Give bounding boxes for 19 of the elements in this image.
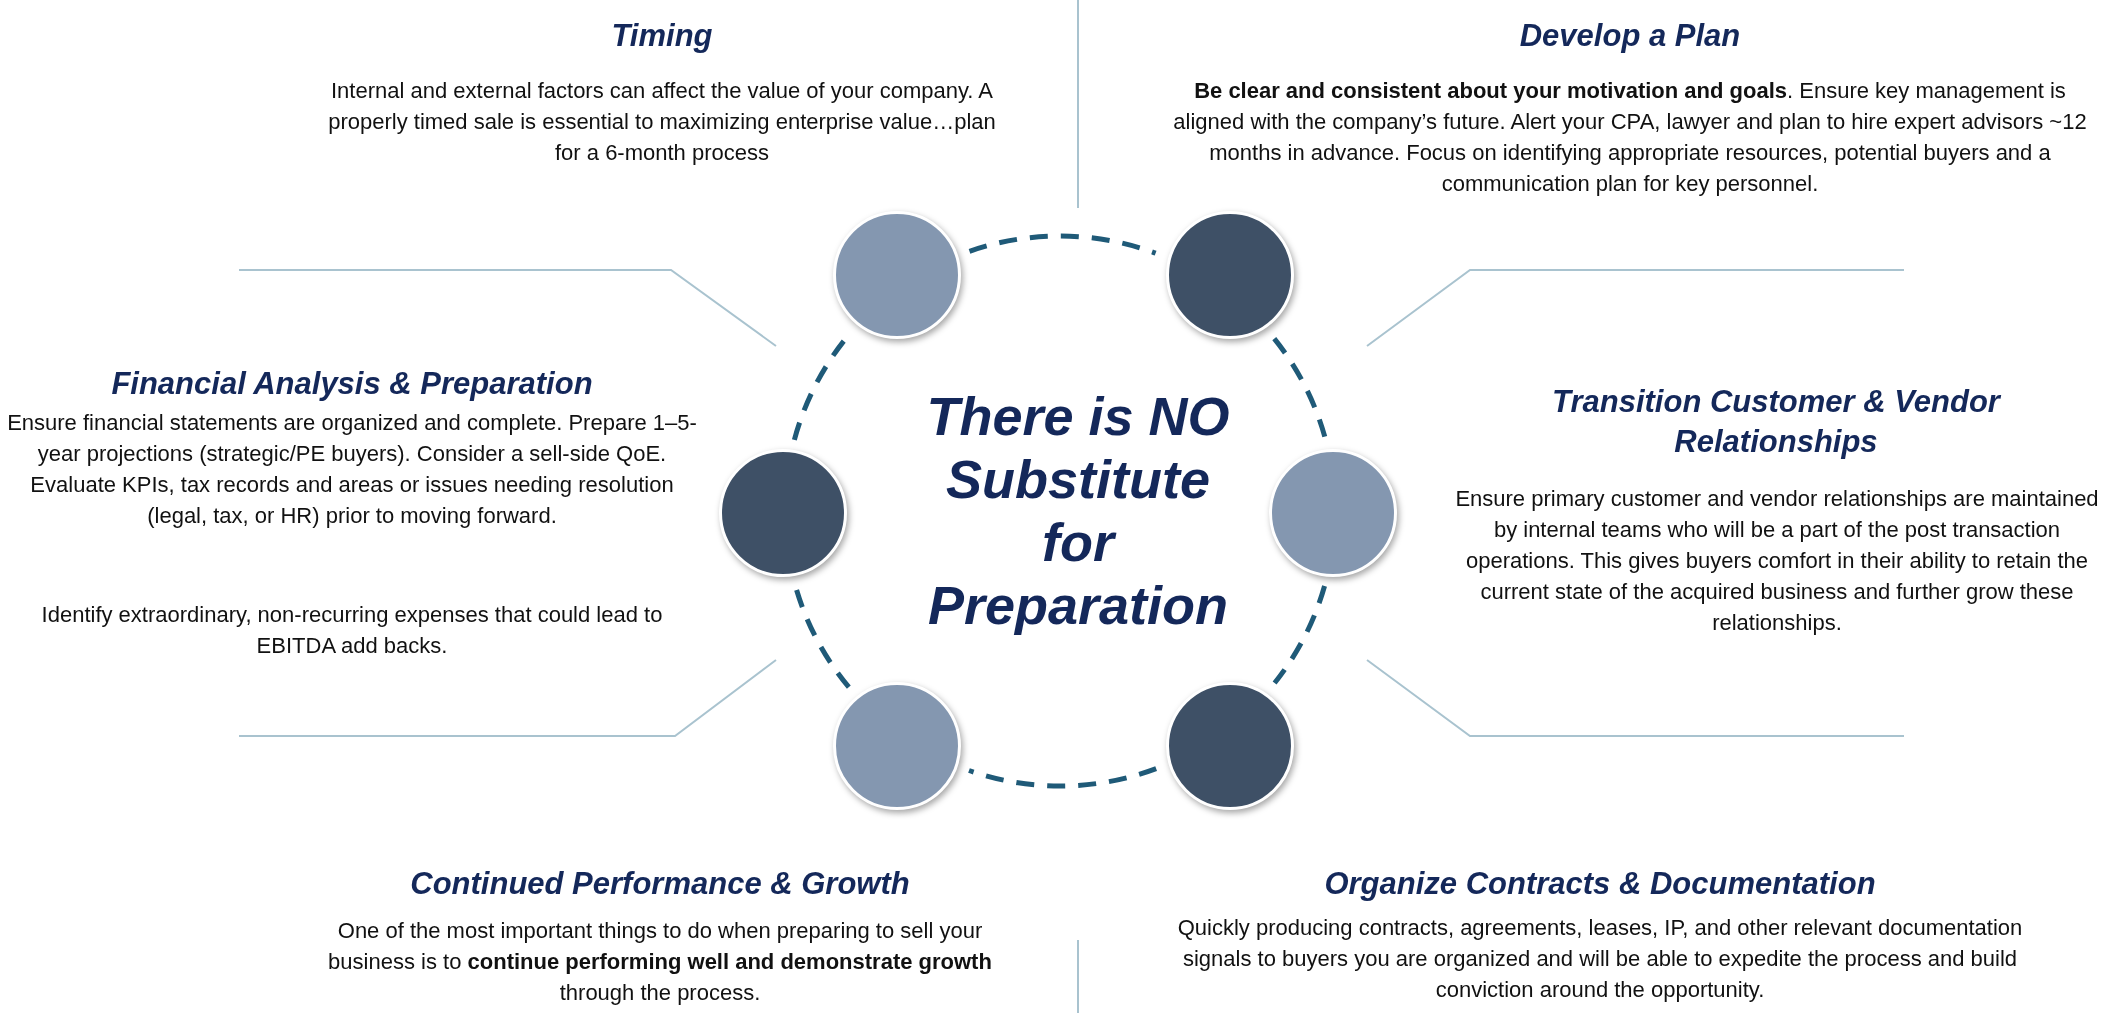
section-heading: Develop a Plan [1518,17,1742,55]
description-text: Quickly producing contracts, agreements, leases, IP, and other relevant documentation signals to buyers you are organized and will be able to expedite the process and build conviction around the opportunity. [1176,914,2024,1004]
dashed-connector [968,766,1157,789]
description-text: Ensure primary customer and vendor relationships are maintained by internal teams who will be a part of the post transaction operations. This gives buyers comfort in their ability to retain the current state of the acquired business and further grow these relationships. [1454,485,2100,637]
circle-node [833,682,961,810]
section-heading: Transition Customer & Vendor Relationships [1551,383,2002,461]
description-text: Ensure financial statements are organized and complete. Prepare 1–5-year projections (strategic/PE buyers). Consider a sell-side QoE. Evaluate KPIs, tax records and areas or issues needing resolution (legal, tax, or HR) prior to moving forward. [6,409,698,530]
section-heading: Timing [610,17,714,55]
section-heading: Organize Contracts & Documentation [1323,865,1877,903]
section-heading: Financial Analysis & Preparation [110,365,594,403]
circle-node [1166,682,1294,810]
section-heading: Continued Performance & Growth [409,865,911,903]
description-text: Be clear and consistent about your motivation and goals. Ensure key management is aligned with the company’s future. Alert your CPA, lawyer and plan to hire expert advisors ~12 months in advance. Focus on identifying appropriate resources, potential buyers and a communication plan for key personnel. [1172,77,2088,198]
dashed-connector [968,233,1157,256]
description-text: Identify extraordinary, non-recurring expenses that could lead to EBITDA add backs. [40,601,664,660]
description-text: One of the most important things to do when preparing to sell your business is to continue performing well and demonstrate growth through the process. [327,917,993,1007]
dashed-connector [1272,585,1327,685]
central-slogan: There is NO Substitute for Preparation [925,385,1231,637]
description-text: Internal and external factors can affect the value of your company. A properly timed sale is essential to maximizing enterprise value…plan for a 6-month process [327,77,997,167]
